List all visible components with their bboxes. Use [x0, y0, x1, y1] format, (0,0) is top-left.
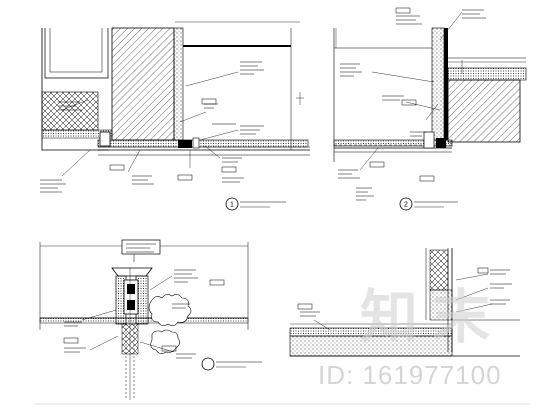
- detail-3-drawing: [39, 239, 249, 400]
- detail-1-number: 1: [230, 202, 234, 209]
- detail-1-drawing: [40, 21, 310, 193]
- detail-4-drawing: [289, 248, 520, 357]
- detail-2-drawing: [333, 7, 527, 201]
- detail-2-marker: 2: [399, 197, 458, 211]
- detail-2-number: 2: [404, 202, 408, 209]
- detail-1-marker: 1: [225, 197, 286, 211]
- detail-3-marker: [201, 357, 262, 371]
